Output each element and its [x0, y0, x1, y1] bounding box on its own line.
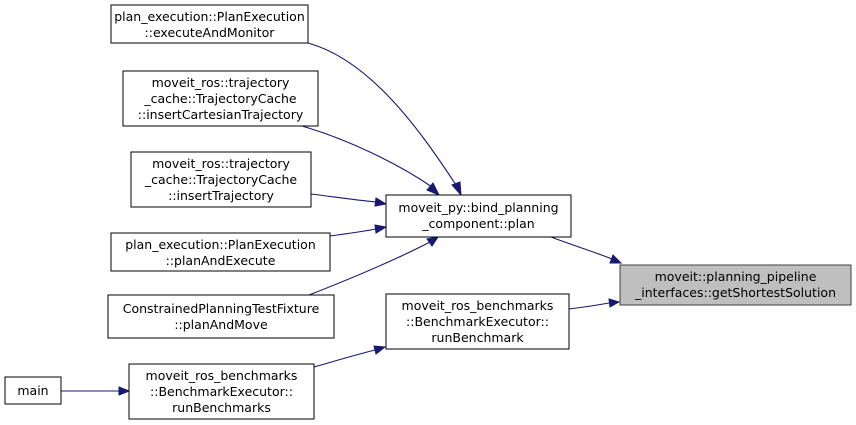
node-insert-trajectory[interactable]: moveit_ros::trajectory _cache::Trajector…: [130, 151, 312, 208]
edges: [61, 42, 623, 396]
arrowhead-main-runBenchmarks: [118, 386, 131, 396]
node-insert-cartesian-trajectory[interactable]: moveit_ros::trajectory _cache::Trajector…: [122, 70, 319, 127]
node-bind-plan-line-1: moveit_py::bind_planning: [398, 200, 558, 215]
arrowhead-executeAndMonitor-bindPlan: [451, 181, 462, 197]
node-run-benchmarks[interactable]: moveit_ros_benchmarks ::BenchmarkExecuto…: [128, 363, 315, 420]
node-insert-trajectory-line-3: ::insertTrajectory: [168, 188, 274, 203]
edge-executeAndMonitor-bindPlan: [307, 42, 457, 186]
node-main-line-1: main: [17, 383, 48, 398]
node-insert-trajectory-line-2: _cache::TrajectoryCache: [144, 172, 298, 187]
arrowhead-planAndMove-bindPlan: [426, 236, 440, 247]
arrowhead-planAndExecute-bindPlan: [374, 224, 388, 234]
node-execute-and-monitor-line-2: ::executeAndMonitor: [145, 25, 276, 40]
node-run-benchmark[interactable]: moveit_ros_benchmarks ::BenchmarkExecuto…: [385, 293, 570, 350]
node-plan-and-execute-line-2: ::planAndExecute: [166, 253, 276, 268]
edge-planAndExecute-bindPlan: [329, 228, 377, 237]
arrowhead-runBenchmarks-runBenchmark: [373, 345, 387, 355]
node-plan-and-execute-line-1: plan_execution::PlanExecution: [125, 237, 316, 252]
node-run-benchmark-line-2: ::BenchmarkExecutor::: [406, 314, 549, 329]
node-insert-cartesian-trajectory-line-2: _cache::TrajectoryCache: [143, 91, 297, 106]
node-get-shortest-solution-line-1: moveit::planning_pipeline: [655, 269, 817, 284]
edge-runBenchmarks-runBenchmark: [313, 349, 376, 368]
node-insert-cartesian-trajectory-line-3: ::insertCartesianTrajectory: [138, 107, 304, 122]
node-plan-and-move[interactable]: ConstrainedPlanningTestFixture ::planAnd…: [107, 294, 335, 339]
node-insert-cartesian-trajectory-line-1: moveit_ros::trajectory: [152, 75, 290, 90]
edge-insertCartesianTrajectory-bindPlan: [301, 125, 433, 188]
node-main[interactable]: main: [4, 376, 62, 405]
edge-bindPlan-getShortestSolution: [550, 236, 613, 260]
node-run-benchmarks-line-1: moveit_ros_benchmarks: [146, 368, 298, 383]
node-run-benchmark-line-1: moveit_ros_benchmarks: [402, 298, 554, 313]
node-plan-and-move-line-2: ::planAndMove: [174, 317, 268, 332]
arrowhead-runBenchmark-getShortestSolution: [608, 298, 621, 308]
node-run-benchmarks-line-2: ::BenchmarkExecutor::: [150, 384, 293, 399]
edge-runBenchmark-getShortestSolution: [568, 302, 610, 310]
node-get-shortest-solution-line-2: _interfaces::getShortestSolution: [634, 285, 836, 300]
arrowhead-insertCartesianTrajectory-bindPlan: [426, 182, 441, 196]
node-run-benchmarks-line-3: runBenchmarks: [172, 400, 271, 415]
nodes: plan_execution::PlanExecution ::executeA…: [4, 4, 852, 420]
node-get-shortest-solution[interactable]: moveit::planning_pipeline _interfaces::g…: [619, 264, 852, 306]
node-execute-and-monitor-line-1: plan_execution::PlanExecution: [114, 9, 305, 24]
node-run-benchmark-line-3: runBenchmark: [431, 330, 524, 345]
node-insert-trajectory-line-1: moveit_ros::trajectory: [152, 156, 290, 171]
node-bind-plan-line-2: _component::plan: [421, 216, 534, 231]
node-execute-and-monitor[interactable]: plan_execution::PlanExecution ::executeA…: [110, 4, 309, 44]
node-plan-and-move-line-1: ConstrainedPlanningTestFixture: [123, 301, 320, 316]
arrowhead-bindPlan-getShortestSolution: [609, 254, 623, 264]
edge-planAndMove-bindPlan: [308, 241, 431, 296]
edge-insertTrajectory-bindPlan: [310, 193, 377, 203]
node-plan-and-execute[interactable]: plan_execution::PlanExecution ::planAndE…: [110, 232, 331, 272]
node-bind-plan[interactable]: moveit_py::bind_planning _component::pla…: [385, 194, 572, 238]
arrowhead-insertTrajectory-bindPlan: [374, 197, 388, 207]
